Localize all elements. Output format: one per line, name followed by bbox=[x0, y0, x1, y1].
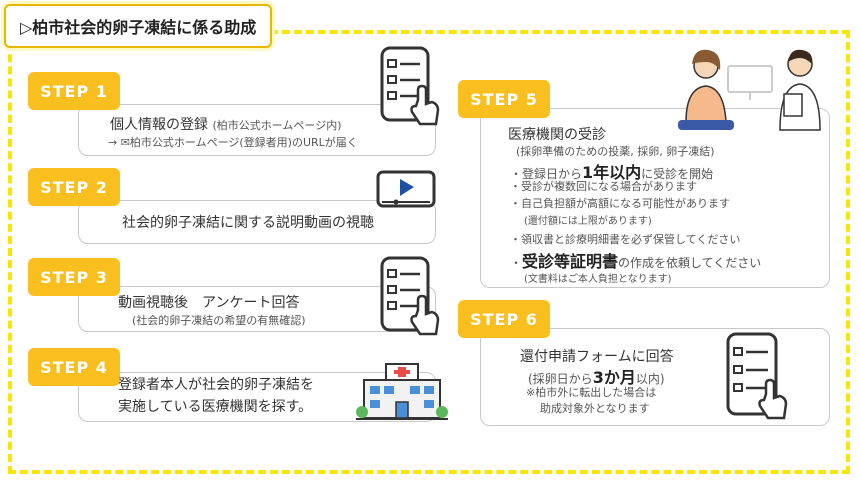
step6-badge: STEP 6 bbox=[458, 300, 550, 338]
step1-card bbox=[78, 104, 436, 156]
step5-bullet5-pre: ・ bbox=[510, 256, 523, 270]
step1-line2: → ✉柏市公式ホームページ(登録者用)のURLが届く bbox=[108, 136, 358, 149]
hospital-icon bbox=[356, 363, 448, 420]
step5-bullet1-post: に受診を開始 bbox=[641, 167, 714, 181]
step3-line2: (社会的卵子凍結の希望の有無確認) bbox=[132, 314, 306, 327]
doctor-patient-illustration bbox=[678, 49, 821, 131]
step5-bullet3-note: (還付額には上限があります) bbox=[524, 216, 652, 227]
step3-badge: STEP 3 bbox=[28, 258, 120, 296]
step5-head: 医療機関の受診 bbox=[508, 127, 606, 143]
step5-bullet1-pre: ・登録日から bbox=[510, 167, 583, 181]
step1-line1: 個人情報の登録 bbox=[110, 117, 208, 133]
step5-bullet5-bold: 受診等証明書 bbox=[522, 252, 619, 271]
step1-line1-note: (柏市公式ホームページ内) bbox=[212, 119, 342, 132]
step3-line1: 動画視聴後 アンケート回答 bbox=[118, 295, 300, 311]
step5-bullet1: ・登録日から1年以内に受診を開始 bbox=[510, 159, 713, 183]
step2-card bbox=[78, 200, 436, 244]
step5-bullet2: ・受診が複数回になる場合があります bbox=[510, 180, 697, 193]
step5-bullet5-note: (文書料はご本人負担となります) bbox=[524, 274, 672, 285]
step6-note2: 助成対象外となります bbox=[540, 402, 650, 415]
dashed-frame bbox=[8, 30, 850, 474]
step5-bullet4: ・領収書と診療明細書を必ず保管してください bbox=[510, 233, 741, 246]
step5-bullet5-post: の作成を依頼してください bbox=[618, 256, 762, 270]
step5-sub: (採卵準備のための投薬, 採卵, 卵子凍結) bbox=[516, 145, 715, 158]
step6-head: 還付申請フォームに回答 bbox=[520, 349, 674, 365]
step4-line2: 実施している医療機関を探す。 bbox=[118, 399, 313, 415]
video-player-icon bbox=[376, 170, 436, 208]
step5-bullet3: ・自己負担額が高額になる可能性があります bbox=[510, 197, 730, 210]
step5-card bbox=[480, 108, 830, 288]
step2-line1: 社会的卵子凍結に関する説明動画の視聴 bbox=[122, 215, 374, 231]
step4-line1: 登録者本人が社会的卵子凍結を bbox=[118, 377, 314, 393]
step6-sub-pre: (採卵日から bbox=[528, 372, 593, 386]
step4-badge: STEP 4 bbox=[28, 348, 120, 386]
step5-badge: STEP 5 bbox=[458, 80, 550, 118]
checklist-phone-icon bbox=[380, 46, 440, 126]
page-title: ▷柏市社会的卵子凍結に係る助成 bbox=[4, 4, 273, 48]
step2-badge: STEP 2 bbox=[28, 168, 120, 206]
step6-note1: ※柏市外に転出した場合は bbox=[526, 386, 657, 399]
step5-bullet1-bold: 1年以内 bbox=[582, 163, 642, 182]
step6-sub-bold: 3か月 bbox=[592, 368, 636, 387]
checklist-phone-icon bbox=[726, 332, 788, 420]
step6-sub-post: 以内) bbox=[635, 372, 665, 386]
step1-badge: STEP 1 bbox=[28, 72, 120, 110]
step3-card bbox=[78, 286, 436, 332]
step5-bullet5: ・受診等証明書の作成を依頼してください bbox=[510, 248, 761, 272]
checklist-phone-icon bbox=[380, 256, 440, 336]
step1-text: 個人情報の登録 (柏市公式ホームページ内) bbox=[110, 114, 342, 134]
step6-sub: (採卵日から3か月以内) bbox=[528, 364, 665, 388]
